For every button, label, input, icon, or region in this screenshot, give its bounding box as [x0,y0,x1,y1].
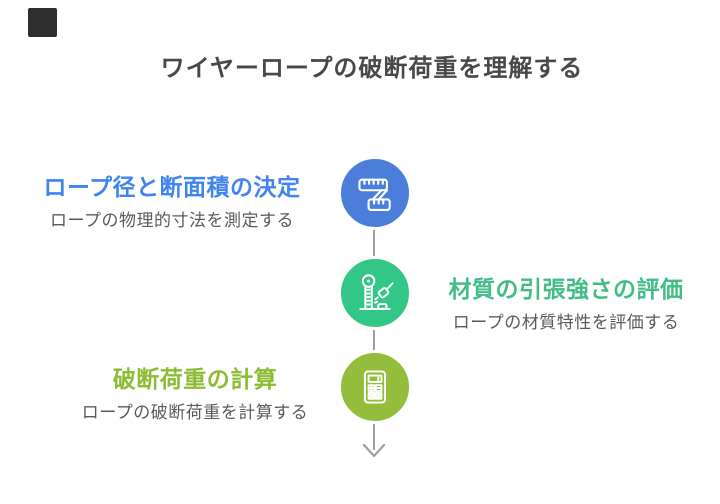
step1-icon-circle [338,156,412,230]
step2-text: 材質の引張強さの評価 ロープの材質特性を評価する [416,276,716,334]
step1-text: ロープ径と断面積の決定 ロープの物理的寸法を測定する [8,174,336,232]
calculator-icon [363,370,387,404]
step1-heading: ロープ径と断面積の決定 [43,175,301,201]
step2-icon-circle [338,256,412,330]
step3-heading: 破断荷重の計算 [112,367,278,393]
step1-subtext: ロープの物理的寸法を測定する [50,210,294,231]
tape-measure-icon [358,178,391,212]
page-title: ワイヤーロープの破断荷重を理解する [160,54,584,82]
tensile-strength-tester-icon [359,274,394,311]
arrow-down-icon [362,444,386,458]
step3-icon-circle [338,350,412,424]
dark-logo-square [28,8,57,37]
step2-heading: 材質の引張強さの評価 [448,277,684,303]
step2-subtext: ロープの材質特性を評価する [452,312,680,333]
step3-subtext: ロープの破断荷重を計算する [81,402,309,423]
step3-text: 破断荷重の計算 ロープの破断荷重を計算する [35,366,355,424]
